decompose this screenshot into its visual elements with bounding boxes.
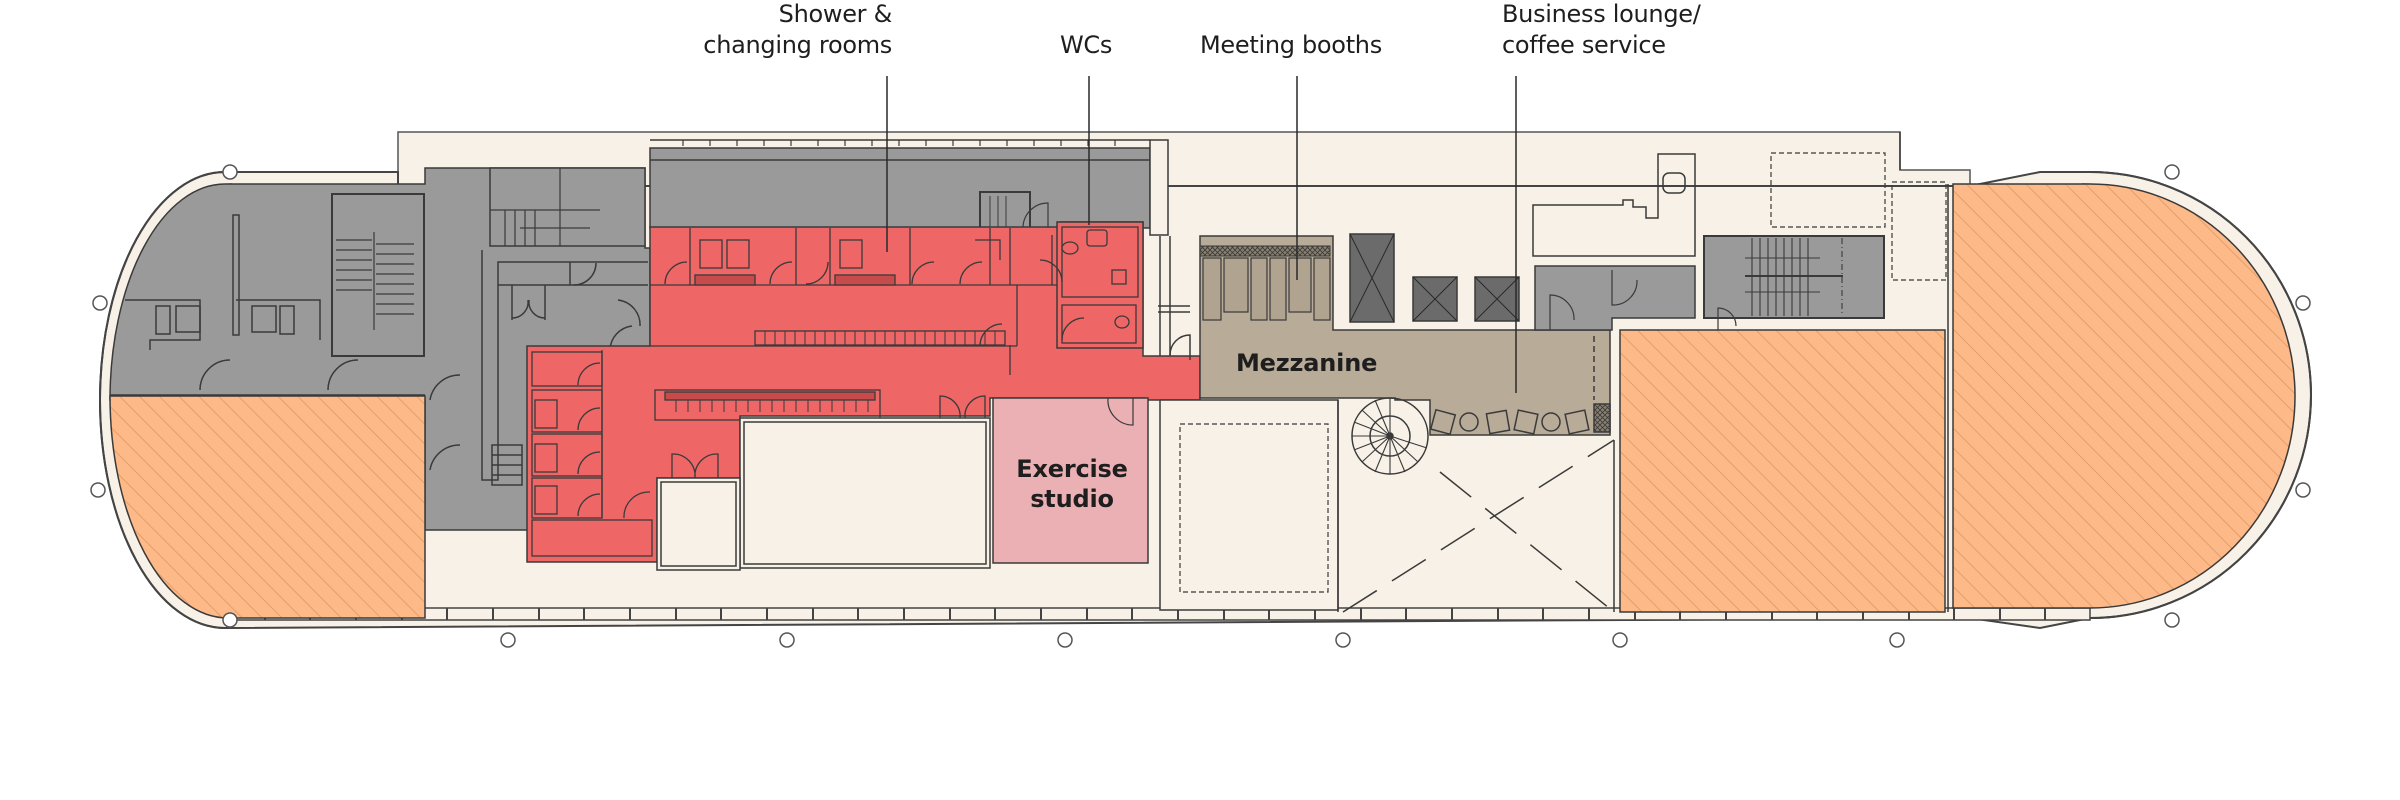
upper-right-fixtures: [1532, 132, 1947, 281]
lounge-seating: [1429, 336, 1611, 436]
zone-wcs: [1039, 221, 1144, 349]
room-label-exercise-studio: Exercise studio: [1008, 454, 1136, 514]
tenant-area-center-right: [1619, 329, 1946, 613]
exercise-door: [1107, 397, 1134, 426]
callout-meeting-booths: Meeting booths: [1200, 30, 1382, 61]
atrium-void: [656, 139, 1615, 613]
core-left: [109, 167, 651, 531]
zone-exercise-studio: [992, 397, 1149, 564]
plant-risers: [1349, 233, 1520, 323]
callout-lounge-line2: coffee service: [1502, 31, 1666, 59]
zone-mezzanine: [1199, 235, 1611, 475]
callout-wcs: WCs: [1060, 30, 1112, 61]
spiral-stair: [1351, 397, 1429, 475]
room-label-mezzanine: Mezzanine: [1236, 348, 1377, 378]
callout-shower-line1: Shower &: [778, 0, 893, 28]
tenant-area-left: [109, 395, 426, 619]
exercise-label-line2: studio: [1030, 485, 1114, 513]
callout-wcs-line1: WCs: [1060, 31, 1113, 59]
callout-shower-changing-rooms: Shower & changing rooms: [690, 0, 892, 61]
exercise-label-line1: Exercise: [1016, 455, 1128, 483]
meeting-booths: [1199, 245, 1331, 321]
callout-meeting-line1: Meeting booths: [1200, 31, 1382, 59]
zone-shower-changing-rooms: [526, 221, 1201, 563]
callout-business-lounge: Business lounge/ coffee service: [1502, 0, 1701, 61]
mezzanine-label-text: Mezzanine: [1236, 349, 1378, 377]
callout-leaders: [886, 76, 1517, 393]
callout-shower-line2: changing rooms: [703, 31, 892, 59]
column-grid-markers: [90, 164, 2311, 648]
callout-lounge-line1: Business lounge/: [1502, 0, 1701, 28]
core-right: [1534, 235, 1885, 331]
tenant-area-right: [1952, 183, 2296, 609]
core-top: [649, 139, 1151, 229]
